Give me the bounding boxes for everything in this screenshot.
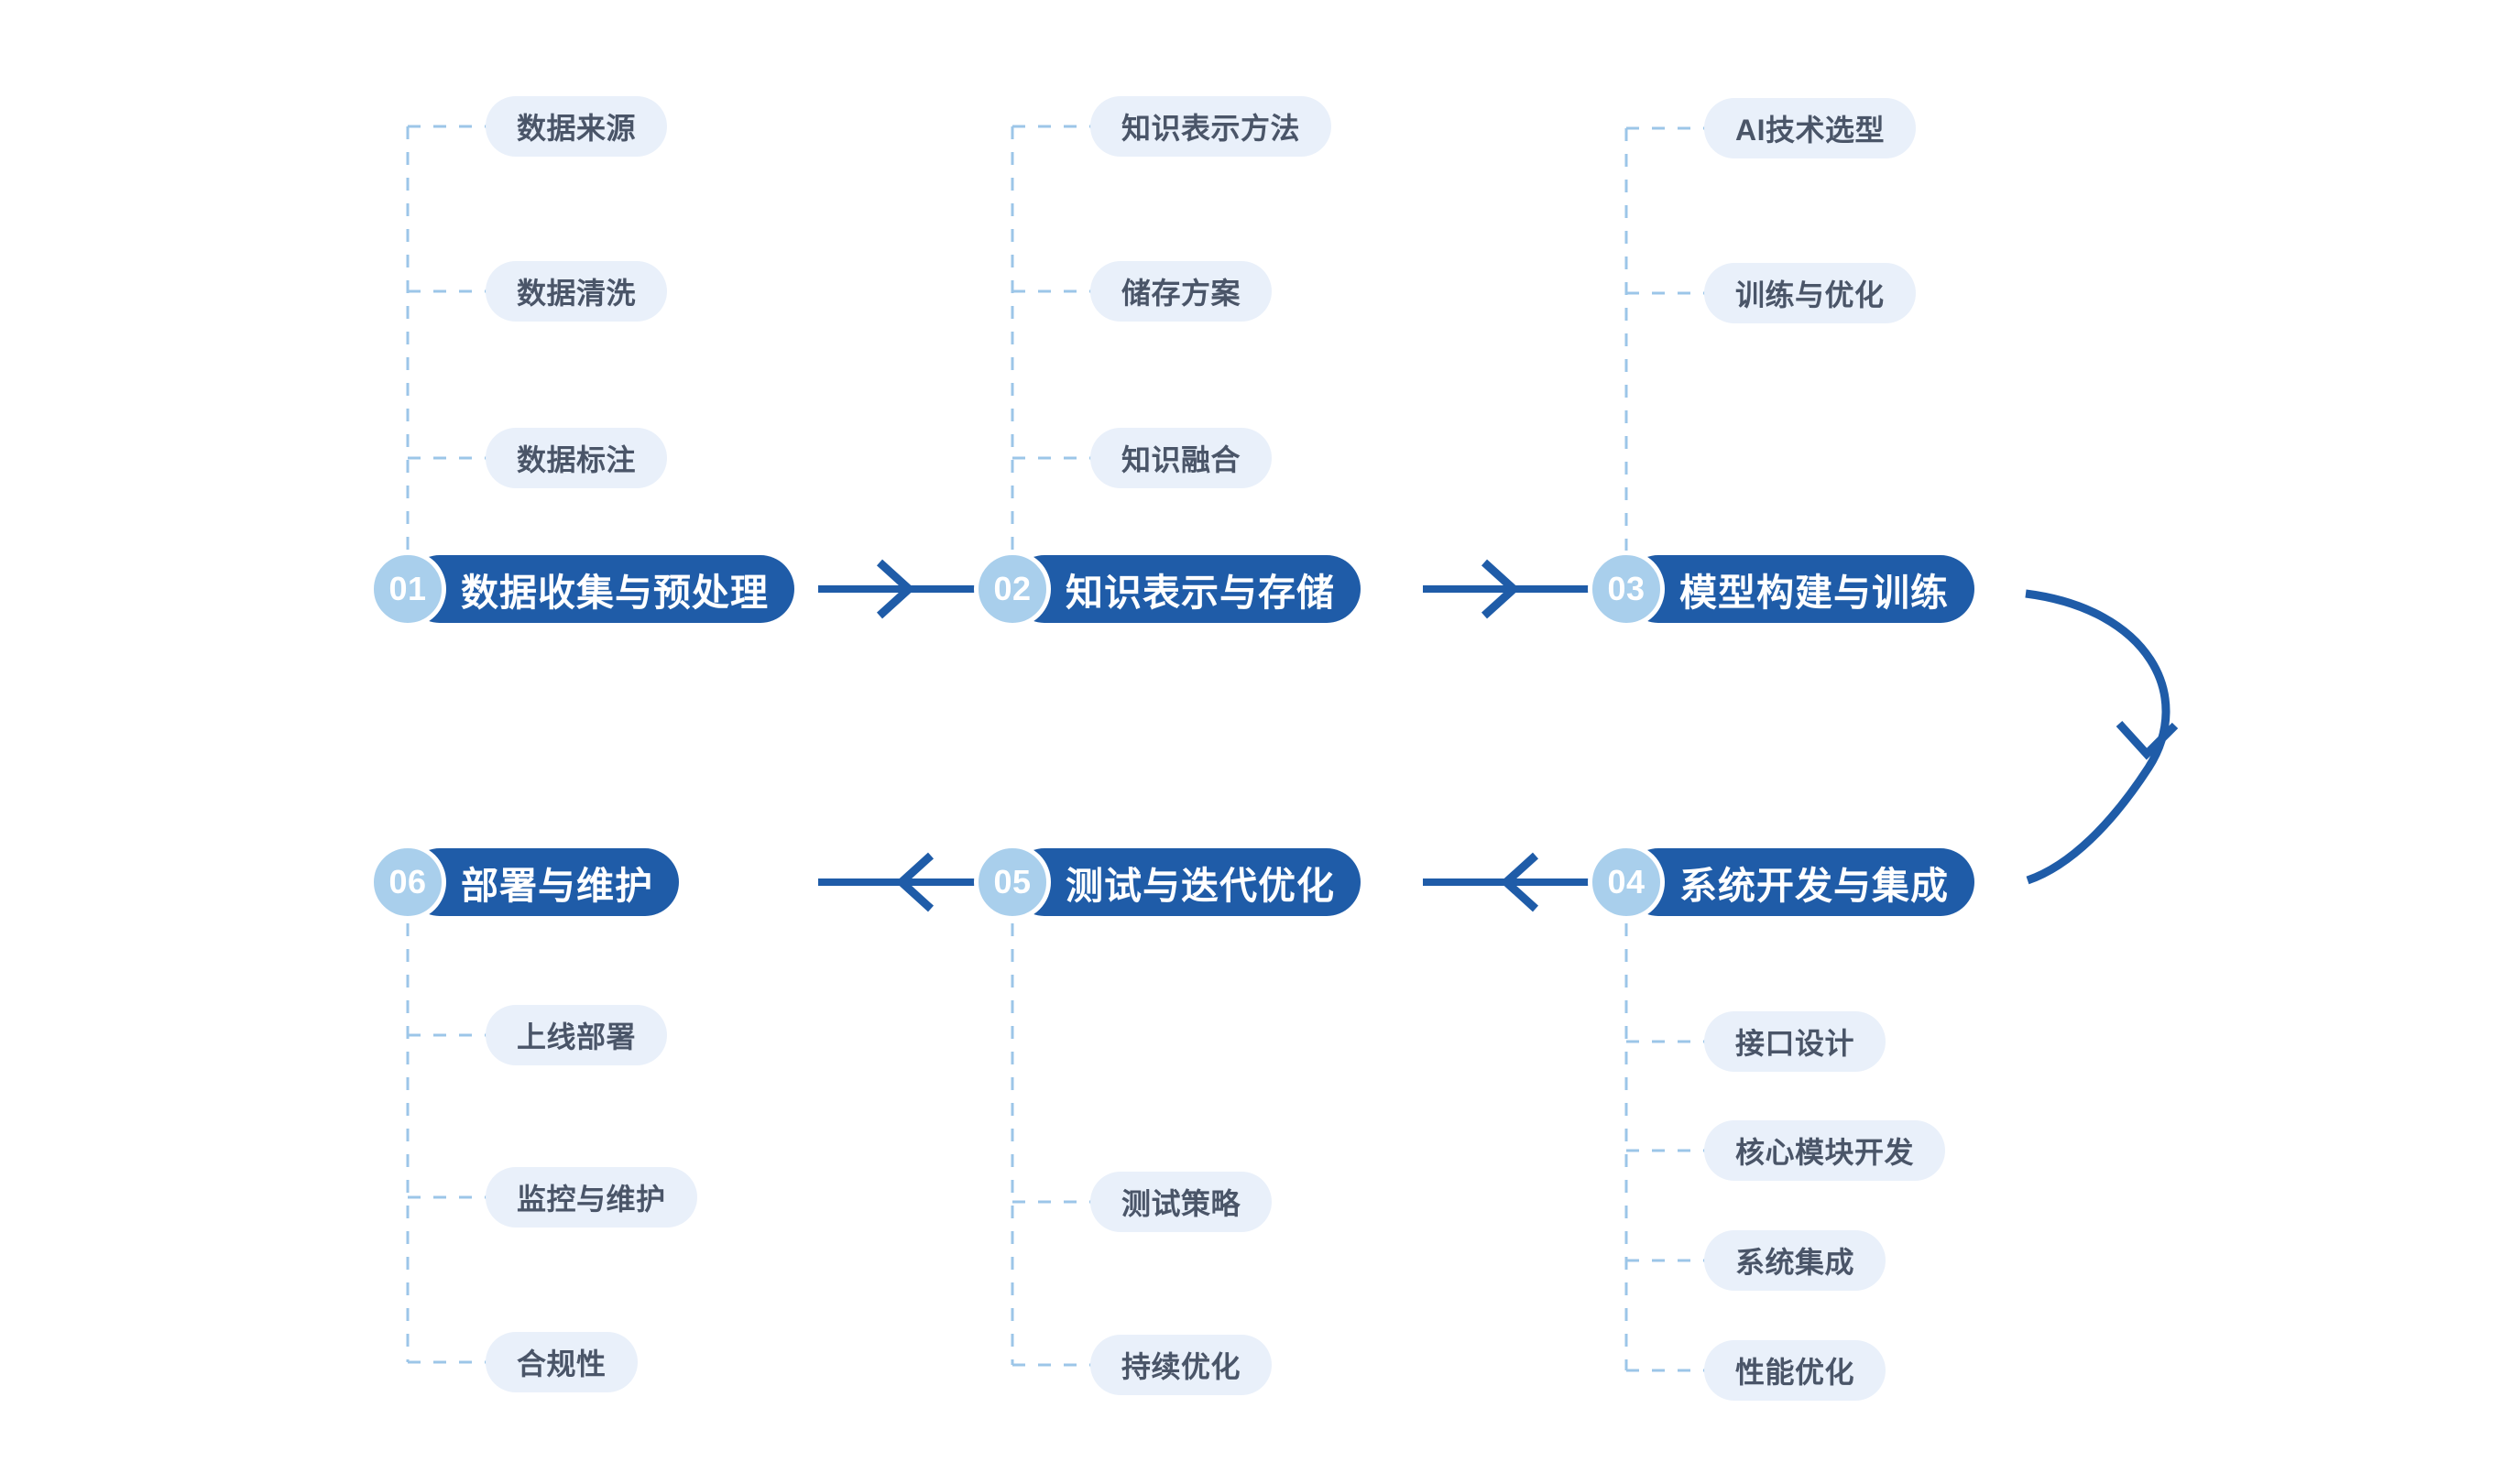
stage-label-05: 测试与迭代优化 [1011,848,1361,916]
stage-label-03: 模型构建与训练 [1624,555,1974,623]
sub-item-05-1[interactable]: 测试策略 [1090,1172,1273,1232]
flow-arrowhead-03-04 [2116,720,2179,760]
sub-item-02-2[interactable]: 储存方案 [1090,261,1273,322]
sub-item-05-2[interactable]: 持续优化 [1090,1335,1273,1395]
flow-arrowhead-04-05 [1500,852,1539,912]
sub-item-02-3[interactable]: 知识融合 [1090,428,1273,488]
flow-arrowhead-05-06 [895,852,935,912]
stage-number-01: 01 [369,551,446,627]
stage-label-04: 系统开发与集成 [1624,848,1974,916]
stage-label-01: 数据收集与预处理 [406,555,794,623]
sub-item-04-2[interactable]: 核心模块开发 [1704,1120,1946,1181]
stage-label-02: 知识表示与存储 [1011,555,1361,623]
sub-item-03-2[interactable]: 训练与优化 [1704,263,1916,323]
sub-item-06-1[interactable]: 上线部署 [486,1005,668,1065]
stage-number-04: 04 [1588,844,1665,921]
stage-label-06: 部署与维护 [406,848,679,916]
stage-number-06: 06 [369,844,446,921]
sub-item-03-1[interactable]: AI技术选型 [1704,98,1917,158]
sub-item-01-3[interactable]: 数据标注 [486,428,668,488]
sub-item-04-1[interactable]: 接口设计 [1704,1011,1886,1072]
sub-item-04-3[interactable]: 系统集成 [1704,1230,1886,1291]
flow-curve-03-04 [2025,589,2170,885]
sub-item-04-4[interactable]: 性能优化 [1704,1340,1886,1401]
sub-item-01-1[interactable]: 数据来源 [486,96,668,157]
stage-number-02: 02 [974,551,1051,627]
sub-item-02-1[interactable]: 知识表示方法 [1090,96,1332,157]
sub-item-06-3[interactable]: 合规性 [486,1332,638,1392]
stage-number-05: 05 [974,844,1051,921]
flow-arrowhead-02-03 [1481,559,1520,619]
stage-number-03: 03 [1588,551,1665,627]
sub-item-01-2[interactable]: 数据清洗 [486,261,668,322]
sub-item-06-2[interactable]: 监控与维护 [486,1167,697,1228]
flow-arrowhead-01-02 [876,559,915,619]
